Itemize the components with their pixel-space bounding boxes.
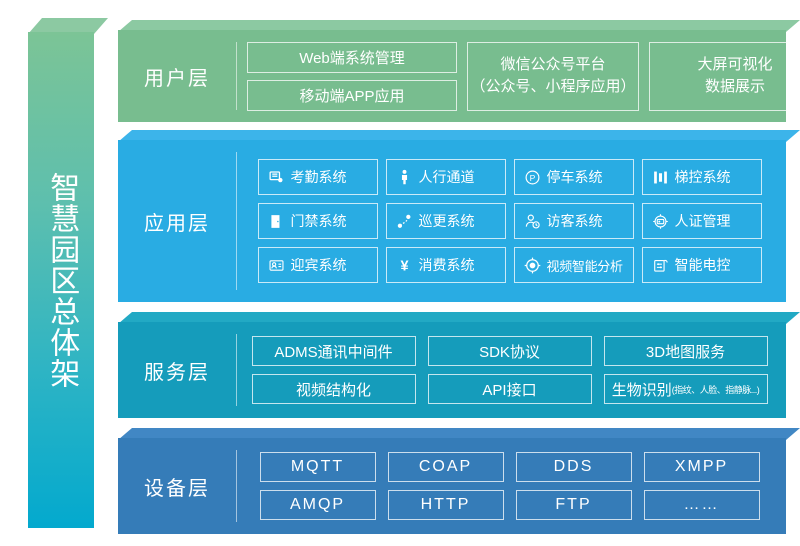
user-stack-group: Web端系统管理 移动端APP应用: [247, 41, 457, 111]
cell-attendance-system[interactable]: 考勤系统: [257, 159, 378, 195]
vertical-title-pillar: 智慧园区总体架: [28, 18, 108, 528]
layer-application-divider: [236, 152, 237, 290]
cell-wechat-platform[interactable]: 微信公众号平台 （公众号、小程序应用）: [467, 41, 639, 111]
cell-elevator-control[interactable]: 梯控系统: [641, 159, 762, 195]
cell-video-structuring[interactable]: 视频结构化: [251, 374, 416, 404]
diagram-title: 智慧园区总体架: [45, 171, 79, 389]
cell-pedestrian-label: 人行通道: [418, 169, 475, 185]
power-control-icon: [652, 257, 669, 274]
cell-pedestrian-passage[interactable]: 人行通道: [385, 159, 506, 195]
attendance-device-icon: [268, 169, 285, 186]
cell-elevator-label: 梯控系统: [674, 169, 731, 185]
patrol-route-icon: [396, 213, 413, 230]
id-verification-icon: [652, 213, 669, 230]
layer-user-body: 用户层 Web端系统管理 移动端APP应用 微信公众号平台 （公众号、小程序应用…: [118, 30, 800, 122]
layer-device-items: MQTT COAP DDS XMPP AMQP HTTP FTP ……: [247, 452, 786, 520]
service-row: ADMS通讯中间件 SDK协议 3D地图服务: [251, 336, 768, 366]
cell-id-verification-label: 人证管理: [674, 213, 731, 229]
layer-device-body: 设备层 MQTT COAP DDS XMPP AMQP HTTP FTP ……: [118, 438, 786, 534]
cell-parking-system[interactable]: P 停车系统: [513, 159, 634, 195]
device-row: MQTT COAP DDS XMPP: [259, 452, 760, 482]
layer-user-bevel: [118, 20, 800, 32]
elevator-icon: [652, 169, 669, 186]
cell-parking-label: 停车系统: [546, 169, 603, 185]
yuan-currency-icon: ¥: [396, 257, 413, 274]
camera-lens-icon: [524, 257, 541, 274]
layer-device-title: 设备层: [144, 477, 210, 500]
cell-3d-map-service[interactable]: 3D地图服务: [603, 336, 768, 366]
cell-protocol-amqp[interactable]: AMQP: [259, 490, 376, 520]
cell-bigscreen-line1: 大屏可视化: [697, 55, 773, 73]
svg-text:P: P: [529, 172, 535, 182]
door-access-icon: [268, 213, 285, 230]
cell-consumption-label: 消费系统: [418, 257, 475, 273]
cell-wechat-line1: 微信公众号平台: [500, 55, 606, 73]
layer-service-title: 服务层: [144, 361, 210, 384]
cell-web-admin[interactable]: Web端系统管理: [247, 41, 457, 73]
layer-service-body: 服务层 ADMS通讯中间件 SDK协议 3D地图服务 视频结构化 API接口 生…: [118, 322, 786, 418]
layer-user: 用户层 Web端系统管理 移动端APP应用 微信公众号平台 （公众号、小程序应用…: [118, 20, 800, 122]
cell-consumption-system[interactable]: ¥ 消费系统: [385, 247, 506, 283]
layer-application-items: 考勤系统 人行通道 P 停车系统: [247, 159, 786, 283]
application-row: 迎宾系统 ¥ 消费系统 视频智能分: [257, 247, 762, 283]
application-row: 考勤系统 人行通道 P 停车系统: [257, 159, 762, 195]
cell-protocol-mqtt[interactable]: MQTT: [259, 452, 376, 482]
layer-device-bevel: [118, 428, 800, 440]
cell-bigscreen-visualization[interactable]: 大屏可视化 数据展示: [649, 41, 800, 111]
cell-door-access-system[interactable]: 门禁系统: [257, 203, 378, 239]
cell-video-analytics[interactable]: 视频智能分析: [513, 247, 634, 283]
layer-service-divider: [236, 334, 237, 406]
cell-video-analytics-label: 视频智能分析: [546, 258, 624, 274]
cell-protocol-http[interactable]: HTTP: [387, 490, 504, 520]
cell-attendance-label: 考勤系统: [290, 169, 347, 185]
layer-user-divider: [236, 42, 237, 110]
pillar-body: [28, 32, 94, 528]
cell-protocol-ftp[interactable]: FTP: [515, 490, 632, 520]
cell-biometric-sublabel: (指纹、人脸、指静脉...): [671, 384, 760, 395]
cell-visitor-label: 访客系统: [546, 213, 603, 229]
pillar-bevel: [28, 18, 108, 34]
cell-protocol-more[interactable]: ……: [643, 490, 760, 520]
cell-sdk-protocol[interactable]: SDK协议: [427, 336, 592, 366]
cell-power-control-label: 智能电控: [674, 257, 731, 273]
cell-welcome-system[interactable]: 迎宾系统: [257, 247, 378, 283]
cell-biometric-recognition[interactable]: 生物识别 (指纹、人脸、指静脉...): [603, 374, 768, 404]
cell-visitor-system[interactable]: 访客系统: [513, 203, 634, 239]
cell-wechat-line2: （公众号、小程序应用）: [470, 78, 636, 95]
device-row: AMQP HTTP FTP ……: [259, 490, 760, 520]
cell-protocol-xmpp[interactable]: XMPP: [643, 452, 760, 482]
visitor-clock-icon: [524, 213, 541, 230]
layer-service-items: ADMS通讯中间件 SDK协议 3D地图服务 视频结构化 API接口 生物识别 …: [247, 336, 786, 404]
cell-id-verification[interactable]: 人证管理: [641, 203, 762, 239]
layer-user-items: Web端系统管理 移动端APP应用 微信公众号平台 （公众号、小程序应用） 大屏…: [247, 41, 800, 111]
layer-application-body: 应用层 考勤系统: [118, 140, 786, 302]
cell-door-access-label: 门禁系统: [290, 213, 347, 229]
cell-biometric-label: 生物识别: [611, 381, 672, 399]
cell-protocol-coap[interactable]: COAP: [387, 452, 504, 482]
layer-service: 服务层 ADMS通讯中间件 SDK协议 3D地图服务 视频结构化 API接口 生…: [118, 312, 800, 418]
svg-text:¥: ¥: [400, 258, 408, 273]
cell-adms-middleware[interactable]: ADMS通讯中间件: [251, 336, 416, 366]
pedestrian-icon: [396, 169, 413, 186]
layer-device: 设备层 MQTT COAP DDS XMPP AMQP HTTP FTP ……: [118, 428, 800, 534]
cell-welcome-label: 迎宾系统: [290, 257, 347, 273]
welcome-screen-icon: [268, 257, 285, 274]
service-row: 视频结构化 API接口 生物识别 (指纹、人脸、指静脉...): [251, 374, 768, 404]
layer-application: 应用层 考勤系统: [118, 130, 800, 302]
cell-smart-power-control[interactable]: 智能电控: [641, 247, 762, 283]
layer-device-divider: [236, 450, 237, 522]
layer-user-title: 用户层: [144, 67, 210, 90]
layer-service-bevel: [118, 312, 800, 324]
parking-circle-icon: P: [524, 169, 541, 186]
cell-mobile-app[interactable]: 移动端APP应用: [247, 79, 457, 111]
cell-protocol-dds[interactable]: DDS: [515, 452, 632, 482]
cell-patrol-system[interactable]: 巡更系统: [385, 203, 506, 239]
cell-bigscreen-line2: 数据展示: [704, 78, 765, 95]
cell-patrol-label: 巡更系统: [418, 213, 475, 229]
application-row: 门禁系统 巡更系统: [257, 203, 762, 239]
layer-application-bevel: [118, 130, 800, 142]
layer-application-title: 应用层: [144, 212, 210, 235]
cell-api-interface[interactable]: API接口: [427, 374, 592, 404]
